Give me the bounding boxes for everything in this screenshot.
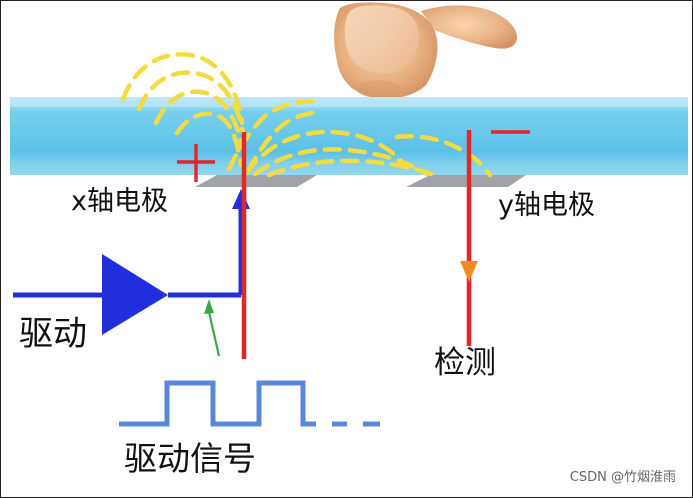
y-electrode-pad: [406, 175, 526, 187]
drive-arrowhead: [232, 189, 250, 209]
field-line: [243, 129, 409, 176]
field-line: [252, 147, 430, 177]
field-line: [120, 52, 245, 126]
green-pointer: [204, 299, 221, 357]
detect-label: 检测: [434, 345, 496, 381]
field-line: [136, 70, 246, 136]
field-line: [245, 109, 324, 174]
drive-path: [13, 189, 250, 335]
plus-sign: [177, 144, 215, 182]
finger-image: [334, 2, 517, 99]
pulse-wave: [119, 380, 316, 427]
detect-arrowhead: [460, 261, 478, 282]
x-electrode-label: x轴电极: [71, 186, 168, 217]
field-line: [266, 158, 437, 178]
triangle-amplifier-icon: [102, 254, 168, 335]
y-electrode-label: y轴电极: [498, 190, 595, 221]
x-electrode-pad: [195, 175, 317, 187]
field-line: [153, 89, 245, 149]
field-lines: [120, 52, 493, 178]
glass-panel: [10, 97, 688, 175]
vertical-red-lines: [241, 130, 472, 359]
field-line: [174, 111, 244, 168]
electrode-pads: [195, 175, 526, 187]
drive-label: 驱动: [19, 314, 87, 354]
detect-arrow: [460, 261, 478, 282]
field-line: [226, 99, 323, 172]
drive-signal-waveform: [119, 380, 380, 427]
drive-signal-label: 驱动信号: [124, 439, 256, 478]
watermark: CSDN @竹烟淮雨: [569, 470, 676, 485]
